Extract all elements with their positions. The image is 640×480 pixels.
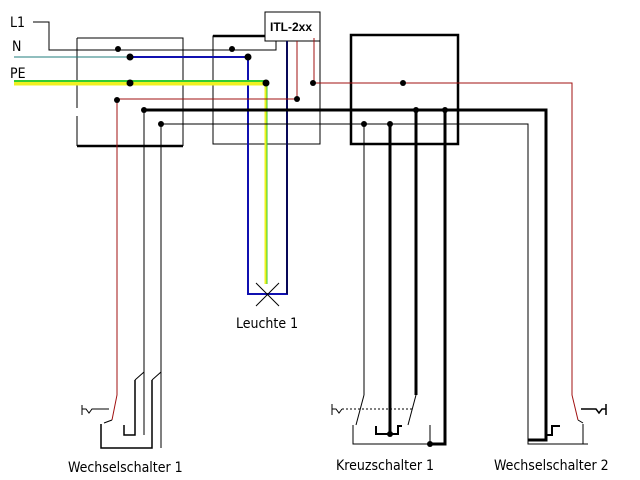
lamp-symbol-icon — [255, 282, 280, 307]
cross-switch-symbol-icon — [331, 394, 445, 445]
terminal-dot — [387, 431, 393, 437]
terminal-dots — [114, 46, 448, 447]
terminal-dot — [229, 46, 235, 52]
switch2-symbol-icon — [545, 404, 607, 444]
terminal-dot — [427, 441, 433, 447]
junction-box-3 — [349, 33, 460, 146]
terminal-dot — [442, 107, 448, 113]
terminal-dot — [115, 46, 121, 52]
n-label: N — [12, 39, 21, 55]
terminal-dot — [114, 97, 120, 103]
terminal-dot — [126, 79, 134, 87]
terminal-dot — [387, 121, 393, 127]
traveler-wire-2 — [161, 123, 588, 445]
terminal-dot — [361, 121, 367, 127]
l1-label: L1 — [10, 15, 25, 31]
n-wire — [130, 41, 288, 295]
itl-module-label: ITL-2xx — [270, 20, 312, 34]
cross-switch-label: Kreuzschalter 1 — [336, 458, 434, 474]
terminal-dot — [158, 121, 164, 127]
switch2-red-wire — [313, 38, 579, 421]
terminal-dot — [310, 80, 316, 86]
switch1-symbol-icon — [81, 371, 162, 449]
l1-wire — [33, 21, 277, 51]
terminal-dot — [413, 107, 419, 113]
lamp-label: Leuchte 1 — [236, 316, 298, 332]
switch2-label: Wechselschalter 2 — [494, 458, 609, 474]
terminal-dot — [294, 96, 300, 102]
terminal-dot — [262, 79, 270, 87]
itl-module-box — [264, 11, 321, 42]
terminal-dot — [244, 53, 252, 61]
pe-label: PE — [10, 66, 26, 82]
switch1-label: Wechselschalter 1 — [68, 460, 183, 476]
traveler-wire-1 — [144, 108, 548, 442]
terminal-dot — [141, 107, 147, 113]
cross-wire-d — [430, 110, 447, 446]
terminal-dot — [400, 80, 406, 86]
switch1-red-wire — [111, 41, 298, 421]
terminal-dot — [126, 53, 134, 61]
